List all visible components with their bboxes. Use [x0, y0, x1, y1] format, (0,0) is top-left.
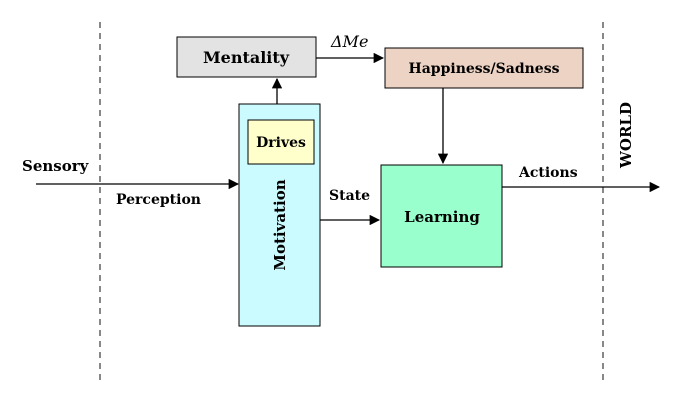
learning-label: Learning — [404, 208, 480, 226]
mentality-label: Mentality — [203, 48, 290, 67]
drives-label: Drives — [256, 135, 306, 151]
perception-label: Perception — [116, 192, 201, 208]
sensory-label: Sensory — [22, 157, 90, 175]
actions-label: Actions — [518, 165, 578, 181]
delta-me-label: ΔMe — [330, 32, 368, 51]
mentality-box — [176, 36, 317, 78]
drives-box — [247, 119, 315, 165]
learning-box — [380, 164, 503, 268]
happiness-sadness-label: Happiness/Sadness — [409, 61, 560, 77]
motivation-label: Motivation — [271, 179, 289, 270]
state-label: State — [329, 188, 370, 204]
happiness-sadness-box — [384, 47, 584, 89]
world-label: WORLD — [617, 102, 635, 169]
